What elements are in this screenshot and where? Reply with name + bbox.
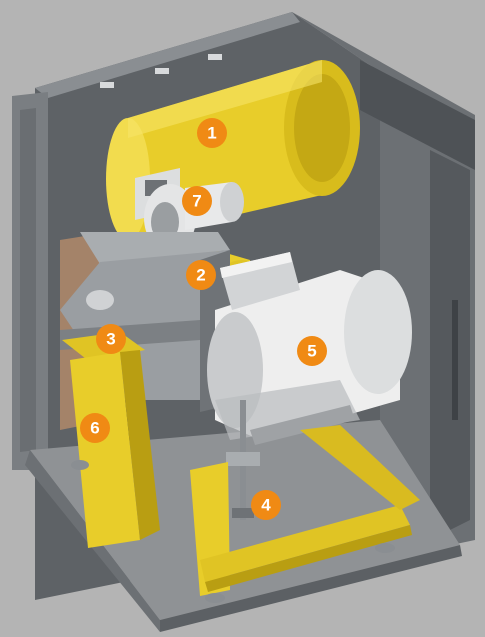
tank-highlight <box>128 60 322 138</box>
frame-rail-shadow <box>205 525 412 592</box>
frame-front-rail <box>200 505 410 582</box>
callout-markers: 1 2 3 4 5 6 7 <box>80 118 327 520</box>
rod-nut <box>232 508 254 518</box>
cabinet-right-panel <box>430 150 470 540</box>
belt-guard-top <box>80 232 230 264</box>
callout-circle <box>186 260 216 290</box>
filter-silencer-end <box>220 182 244 222</box>
cabinet-tab <box>100 82 114 88</box>
cabinet-left-inner <box>20 108 36 452</box>
rod-bracket <box>226 452 260 466</box>
callout-marker-7: 7 <box>182 186 212 216</box>
callout-label: 5 <box>307 342 316 361</box>
cabinet-right-recess <box>360 60 475 170</box>
callout-marker-2: 2 <box>186 260 216 290</box>
frame-foot <box>205 593 225 603</box>
callout-label: 1 <box>207 124 216 143</box>
callout-circle <box>96 324 126 354</box>
cabinet-tab <box>208 54 222 60</box>
callout-circle <box>251 490 281 520</box>
frame-foot <box>71 460 89 470</box>
motor-end-cap <box>344 270 412 394</box>
cabinet-vent-slot <box>452 300 458 420</box>
callout-circle <box>182 186 212 216</box>
callout-marker-5: 5 <box>297 336 327 366</box>
frame-left-edge <box>120 350 160 540</box>
frame-right-rail <box>300 425 420 510</box>
callout-marker-1: 1 <box>197 118 227 148</box>
callout-label: 6 <box>90 419 99 438</box>
callout-circle <box>197 118 227 148</box>
callout-label: 7 <box>192 192 201 211</box>
callout-label: 2 <box>196 266 205 285</box>
callout-circle <box>297 336 327 366</box>
callout-marker-3: 3 <box>96 324 126 354</box>
frame-left-panel <box>70 352 140 548</box>
cabinet-top-edge <box>35 12 300 98</box>
tension-rod <box>226 400 260 520</box>
callout-label: 4 <box>261 496 271 515</box>
frame-foot <box>375 543 395 553</box>
pulley-hub <box>86 290 114 310</box>
cabinet-floor-edge-front <box>160 545 462 632</box>
callout-marker-6: 6 <box>80 413 110 443</box>
junction-box-lid <box>220 252 292 278</box>
base-frame <box>62 332 420 603</box>
callout-label: 3 <box>106 330 115 349</box>
motor-mount-plate <box>250 405 355 445</box>
cabinet-tab <box>155 68 169 74</box>
callout-marker-4: 4 <box>251 490 281 520</box>
callout-circle <box>80 413 110 443</box>
tank-end-inner <box>294 74 350 182</box>
